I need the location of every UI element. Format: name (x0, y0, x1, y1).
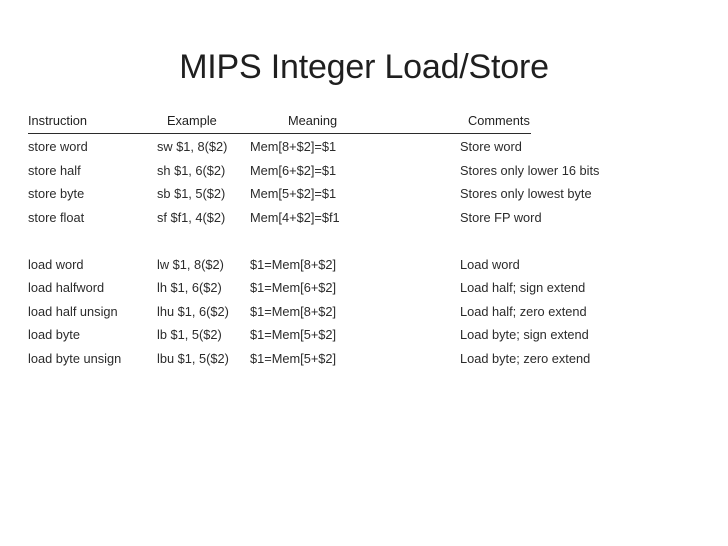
cell-meaning: $1=Mem[8+$2] (250, 256, 337, 272)
table-row: store float sf $f1, 4($2) Mem[4+$2]=$f1 Sto… (28, 209, 648, 233)
cell-instruction: store word (28, 139, 88, 154)
cell-example: lbu $1, 5($2) (157, 350, 229, 366)
cell-example: lw $1, 8($2) (157, 256, 224, 272)
cell-meaning: $1=Mem[8+$2] (250, 303, 337, 319)
cell-example: lb $1, 5($2) (157, 327, 222, 342)
cell-example: sh $1, 6($2) (157, 162, 226, 178)
cell-instruction: load half unsign (28, 303, 118, 319)
cell-meaning: $1=Mem[5+$2] (250, 350, 337, 366)
table-row: load halfword lh $1, 6($2) $1=Mem[6+$2] Loa… (28, 279, 648, 303)
cell-example: lhu $1, 6($2) (157, 303, 229, 319)
table-header-row: Instruction Example Meaning Comments (28, 112, 648, 138)
cell-example: sw $1, 8($2) (157, 139, 228, 154)
cell-instruction: store half (28, 162, 81, 178)
cell-instruction: store byte (28, 186, 85, 201)
table-row: load word lw $1, 8($2) $1=Mem[8+$2] Load wo… (28, 256, 648, 280)
cell-instruction: load byte unsign (28, 350, 122, 366)
cell-meaning: Mem[5+$2]=$1 (250, 186, 337, 201)
cell-example: sb $1, 5($2) (157, 186, 226, 201)
column-header-comments: Comments (468, 113, 530, 128)
cell-comments: Load half; sign extend (460, 280, 586, 295)
cell-example: lh $1, 6($2) (157, 280, 222, 295)
column-header-meaning: Meaning (288, 113, 338, 128)
cell-comments: Store FP word (460, 209, 542, 225)
instruction-table: Instruction Example Meaning Comments sto… (28, 112, 648, 373)
table-spacer-row (28, 232, 648, 256)
table-row: store word sw $1, 8($2) Mem[8+$2]=$1 Store … (28, 138, 648, 162)
cell-instruction: load byte (28, 327, 80, 342)
header-underline (28, 133, 531, 134)
column-header-instruction: Instruction (28, 113, 88, 128)
page-title: MIPS Integer Load/Store (179, 48, 549, 86)
table-row: load byte lb $1, 5($2) $1=Mem[5+$2] Load by… (28, 326, 648, 350)
cell-instruction: load halfword (28, 280, 105, 295)
cell-meaning: Mem[4+$2]=$f1 (250, 209, 340, 225)
cell-meaning: Mem[6+$2]=$1 (250, 162, 337, 178)
table-row: store half sh $1, 6($2) Mem[6+$2]=$1 Stores… (28, 162, 648, 186)
table-row: store byte sb $1, 5($2) Mem[5+$2]=$1 Stores… (28, 185, 648, 209)
cell-comments: Stores only lower 16 bits (460, 162, 600, 178)
table-row: load byte unsign lbu $1, 5($2) $1=Mem[5+$2… (28, 350, 648, 374)
column-header-example: Example (167, 113, 217, 128)
cell-meaning: Mem[8+$2]=$1 (250, 139, 337, 154)
cell-meaning: $1=Mem[5+$2] (250, 327, 337, 342)
cell-comments: Stores only lowest byte (460, 186, 592, 201)
cell-comments: Load half; zero extend (460, 303, 587, 319)
cell-example: sf $f1, 4($2) (157, 209, 226, 225)
table-row: load half unsign lhu $1, 6($2) $1=Mem[8+$2… (28, 303, 648, 327)
cell-comments: Store word (460, 139, 522, 154)
cell-comments: Load byte; zero extend (460, 350, 591, 366)
cell-comments: Load word (460, 256, 520, 272)
cell-meaning: $1=Mem[6+$2] (250, 280, 337, 295)
cell-instruction: store float (28, 209, 85, 225)
cell-comments: Load byte; sign extend (460, 327, 589, 342)
cell-instruction: load word (28, 256, 84, 272)
